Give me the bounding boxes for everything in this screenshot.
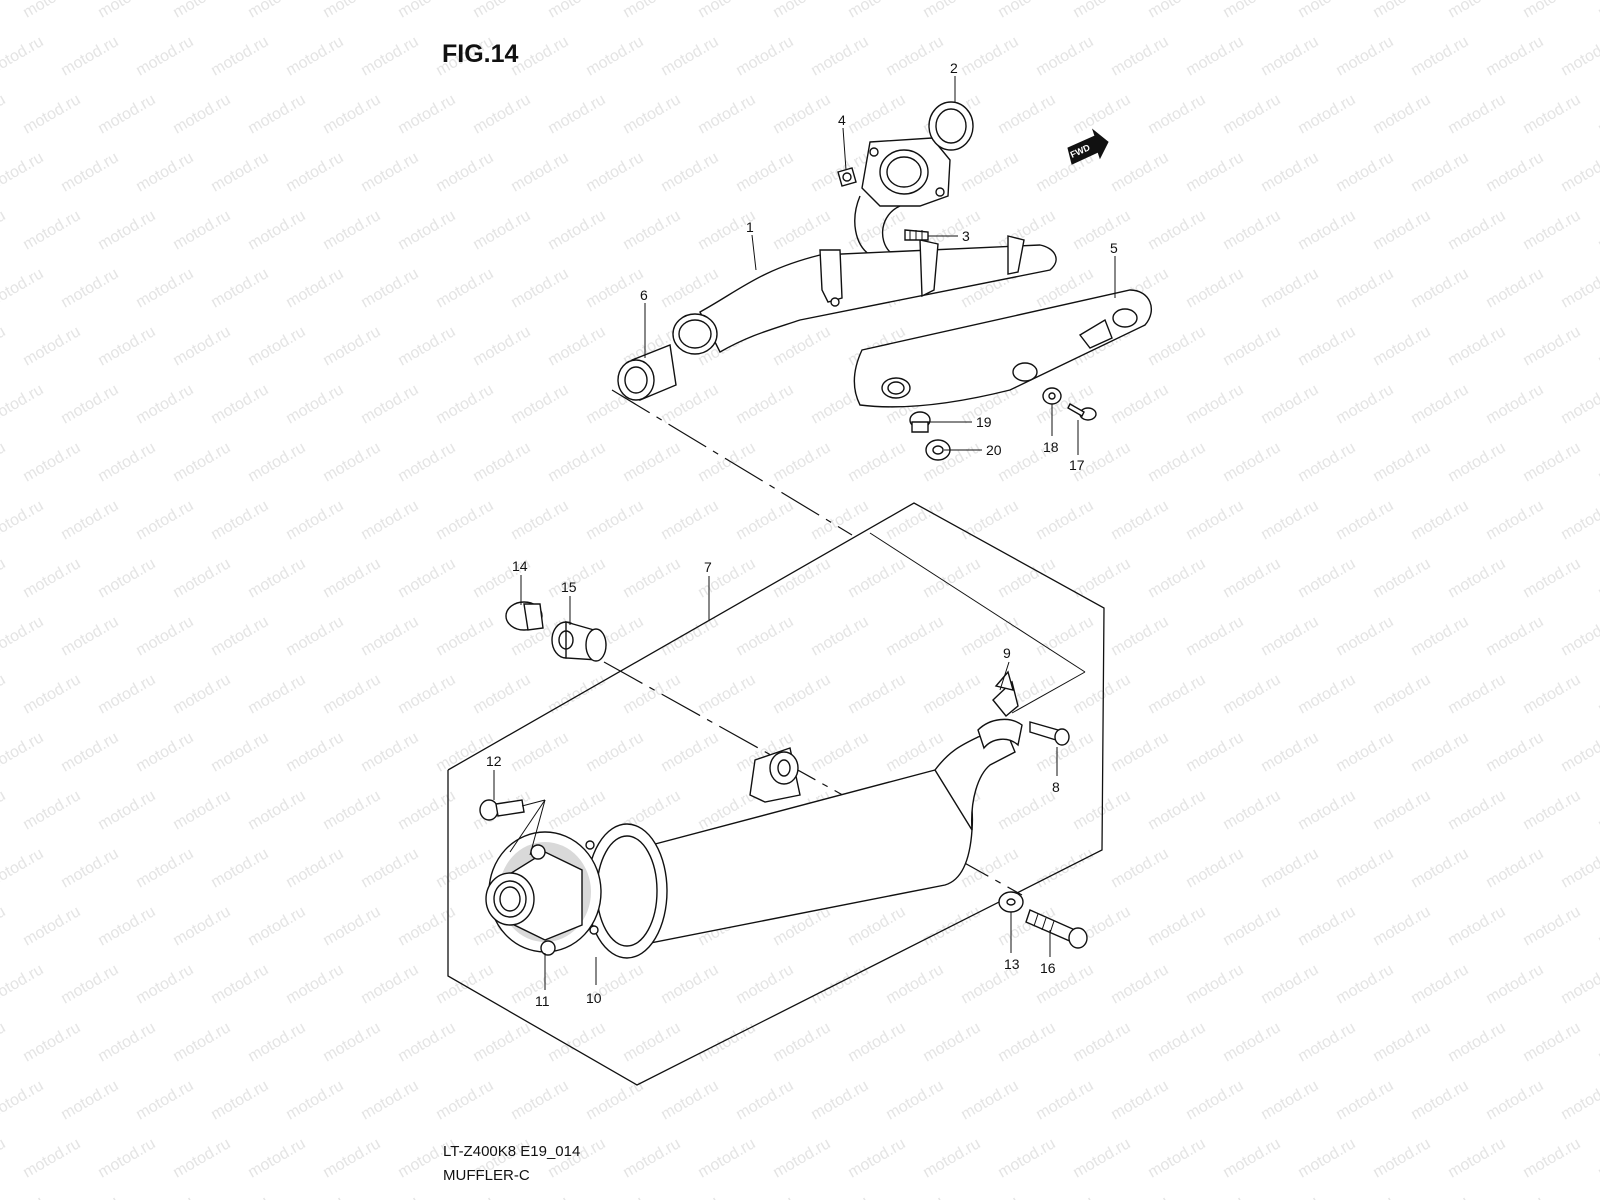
callout-8: 8 <box>1052 779 1060 795</box>
callout-13: 13 <box>1004 956 1020 972</box>
muffler-end-cap <box>485 831 602 956</box>
callout-19: 19 <box>976 414 992 430</box>
mount-bushing-top <box>505 601 544 631</box>
callout-5: 5 <box>1110 240 1118 256</box>
shield-bushing <box>909 411 931 433</box>
section-name: MUFFLER-C <box>443 1167 530 1184</box>
callout-3: 3 <box>962 228 970 244</box>
assembly-frame-muffler <box>447 502 1105 1086</box>
callout-6: 6 <box>640 287 648 303</box>
figure-title: FIG.14 <box>442 40 519 68</box>
callout-9: 9 <box>1003 645 1011 661</box>
callout-2: 2 <box>950 60 958 76</box>
mount-grommet <box>551 621 607 662</box>
frame-link-line-2 <box>869 532 1086 673</box>
callout-11: 11 <box>535 993 550 1009</box>
shield-bolt <box>1067 403 1097 421</box>
callout-1: 1 <box>746 219 754 235</box>
callout-17: 17 <box>1069 457 1085 473</box>
joint-sleeve <box>617 344 677 401</box>
end-cap-bolt <box>479 799 546 856</box>
shield-washer <box>1042 387 1062 405</box>
pipe-clamp <box>977 670 1023 750</box>
callout-14: 14 <box>512 558 528 574</box>
mount-bolt <box>1025 909 1088 949</box>
callout-4: 4 <box>838 112 846 128</box>
callout-12: 12 <box>486 753 502 769</box>
callout-18: 18 <box>1043 439 1059 455</box>
muffler-body <box>566 727 1016 959</box>
callout-7: 7 <box>704 559 712 575</box>
exhaust-pipe <box>672 137 1057 355</box>
callout-16: 16 <box>1040 960 1056 976</box>
stud-bolt <box>904 229 929 241</box>
mount-washer <box>998 891 1024 913</box>
callout-10: 10 <box>586 990 602 1006</box>
clamp-bolt <box>1029 721 1070 746</box>
forward-direction-badge: FWD <box>1067 128 1109 165</box>
watermark-text: motod.ru <box>1595 0 1600 21</box>
callout-15: 15 <box>561 579 577 595</box>
model-code: LT-Z400K8 E19_014 <box>443 1143 581 1160</box>
callout-20: 20 <box>986 442 1002 458</box>
flange-nut <box>837 167 857 187</box>
gasket-ring <box>928 101 974 151</box>
frame-link-line <box>1011 671 1086 714</box>
heat-shield <box>853 289 1152 408</box>
guide-line-pipe-to-muffler <box>611 389 853 536</box>
